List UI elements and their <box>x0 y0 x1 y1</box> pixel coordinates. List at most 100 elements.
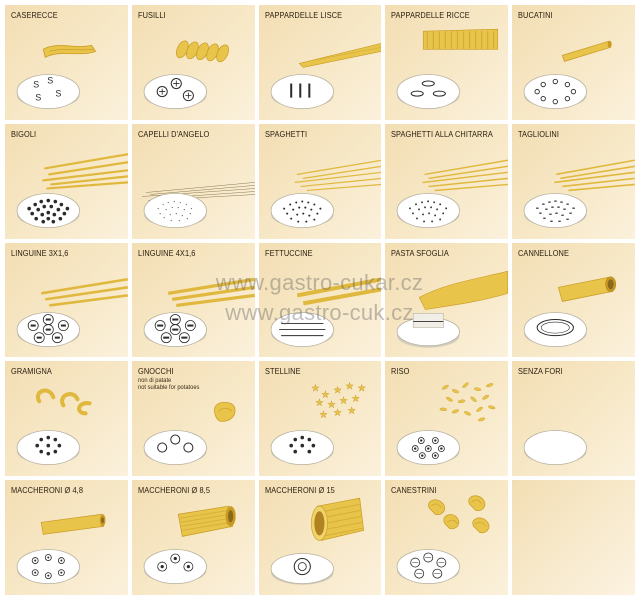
gramigna-illustration <box>16 388 92 466</box>
tile-note: non di patate <box>137 377 172 385</box>
die-disc <box>143 311 207 347</box>
die-disc <box>397 312 461 348</box>
tile-label: GNOCCHI <box>137 366 174 377</box>
spaghetti-chitarra-illustration <box>397 159 509 228</box>
tile-label: PAPPARDELLE LISCE <box>264 10 342 20</box>
tile-label: SENZA FORI <box>518 366 563 377</box>
tile-maccheroni-15[interactable]: MACCHERONI Ø 15 <box>258 480 382 595</box>
tile-stelline[interactable]: STELLINE ★★★★ ★★★★ ★★★★ <box>258 361 382 477</box>
pappardelle-lisce-illustration <box>270 42 382 110</box>
die-disc <box>523 74 588 110</box>
tile-maccheroni-85[interactable]: MACCHERONI Ø 8,5 <box>131 480 255 595</box>
pasta-sfoglia-illustration <box>397 270 509 348</box>
die-disc <box>143 430 207 466</box>
svg-text:★: ★ <box>333 409 341 419</box>
gnocchi-illustration <box>143 402 236 466</box>
svg-text:★: ★ <box>357 385 365 395</box>
tile-label: MACCHERONI Ø 4,8 <box>11 485 84 496</box>
linguine-3x16-illustration <box>16 277 128 347</box>
tile-spaghetti-chitarra[interactable]: SPAGHETTI ALLA CHITARRA <box>385 123 509 239</box>
svg-text:S: S <box>55 89 61 99</box>
tile-tagliolini[interactable]: TAGLIOLINI <box>512 123 635 239</box>
tile-label: MACCHERONI Ø 15 <box>264 485 335 496</box>
tile-pasta-sfoglia[interactable]: PASTA SFOGLIA <box>385 242 509 358</box>
die-disc <box>143 549 207 585</box>
die-disc <box>523 430 588 466</box>
tile-canestrini[interactable]: CANESTRINI <box>385 480 509 595</box>
tile-label: LINGUINE 3x1,6 <box>11 247 69 258</box>
svg-text:★: ★ <box>311 385 319 395</box>
tile-gramigna[interactable]: GRAMIGNA <box>5 361 128 477</box>
capelli-dangelo-illustration <box>141 181 255 228</box>
svg-text:★: ★ <box>327 401 335 411</box>
die-disc <box>143 192 207 228</box>
die-disc <box>270 311 334 347</box>
bigoli-illustration <box>16 152 128 228</box>
tile-label: FUSILLI <box>137 10 166 20</box>
tile-gnocchi[interactable]: GNOCCHI non di patate not suitable for p… <box>131 361 255 477</box>
die-disc <box>270 430 334 466</box>
canestrini-illustration <box>397 495 490 585</box>
tile-note: not suitable for potatoes <box>137 384 200 392</box>
tile-bucatini[interactable]: BUCATINI <box>512 5 635 120</box>
tile-label: GRAMIGNA <box>11 366 52 377</box>
tile-label: CANNELLONE <box>518 247 570 258</box>
spaghetti-illustration <box>270 159 382 228</box>
tile-bigoli[interactable]: BIGOLI <box>5 123 128 239</box>
stelline-illustration: ★★★★ ★★★★ ★★★★ <box>270 382 366 466</box>
tile-pappardelle-lisce[interactable]: PAPPARDELLE LISCE <box>258 5 382 120</box>
svg-text:★: ★ <box>351 395 359 405</box>
bucatini-illustration <box>523 40 612 110</box>
tile-riso[interactable]: RISO <box>385 361 509 477</box>
svg-text:★: ★ <box>339 397 347 407</box>
linguine-4x16-illustration <box>143 277 255 347</box>
tile-label: SPAGHETTI <box>264 128 307 139</box>
tile-cannellone[interactable]: CANNELLONE <box>512 242 635 358</box>
fettuccine-illustration <box>270 276 382 347</box>
tile-label: MACCHERONI Ø 8,5 <box>137 485 210 496</box>
tile-fusilli[interactable]: FUSILLI <box>131 5 255 120</box>
tile-label: FETTUCCINE <box>264 247 313 258</box>
tile-label: BUCATINI <box>518 10 553 20</box>
maccheroni-48-illustration <box>16 514 106 585</box>
svg-text:★: ★ <box>315 399 323 409</box>
tile-label: CANESTRINI <box>391 485 438 496</box>
die-disc <box>523 311 588 347</box>
tile-empty <box>512 480 635 595</box>
cannellone-illustration <box>523 276 617 347</box>
die-disc <box>270 192 334 228</box>
tile-label: STELLINE <box>264 366 301 377</box>
tile-senza-fori[interactable]: SENZA FORI <box>512 361 635 477</box>
pasta-die-grid: CASERECCE S S S S FUSILLI <box>5 5 635 595</box>
senza-fori-illustration <box>523 430 588 466</box>
tile-capelli-dangelo[interactable]: CAPELLI D'ANGELO <box>131 123 255 239</box>
die-disc <box>16 430 80 466</box>
tile-label: LINGUINE 4x1,6 <box>137 247 196 258</box>
die-disc <box>397 549 461 585</box>
tile-linguine-3x16[interactable]: LINGUINE 3x1,6 <box>5 242 128 358</box>
svg-text:S: S <box>35 93 41 103</box>
svg-text:★: ★ <box>345 383 353 393</box>
tile-pappardelle-ricce[interactable]: PAPPARDELLE RICCE <box>385 5 509 120</box>
die-disc <box>270 74 334 110</box>
die-disc <box>397 192 461 228</box>
maccheroni-15-illustration <box>270 497 364 585</box>
tile-label: BIGOLI <box>11 128 37 139</box>
pappardelle-ricce-illustration <box>397 28 499 110</box>
die-disc: S S S S <box>16 74 80 110</box>
tile-label: RISO <box>391 366 410 377</box>
tile-casarecce[interactable]: CASERECCE S S S S <box>5 5 128 120</box>
tile-label: CAPELLI D'ANGELO <box>137 128 210 139</box>
tile-linguine-4x16[interactable]: LINGUINE 4x1,6 <box>131 242 255 358</box>
tile-maccheroni-48[interactable]: MACCHERONI Ø 4,8 <box>5 480 128 595</box>
svg-text:S: S <box>47 76 53 86</box>
die-disc <box>397 74 461 110</box>
tile-spaghetti[interactable]: SPAGHETTI <box>258 123 382 239</box>
die-disc <box>16 549 80 585</box>
svg-text:★: ★ <box>347 407 355 417</box>
svg-text:★: ★ <box>333 387 341 397</box>
svg-text:S: S <box>33 80 39 90</box>
tile-fettuccine[interactable]: FETTUCCINE <box>258 242 382 358</box>
die-disc <box>16 311 80 347</box>
tile-label: TAGLIOLINI <box>518 128 560 139</box>
